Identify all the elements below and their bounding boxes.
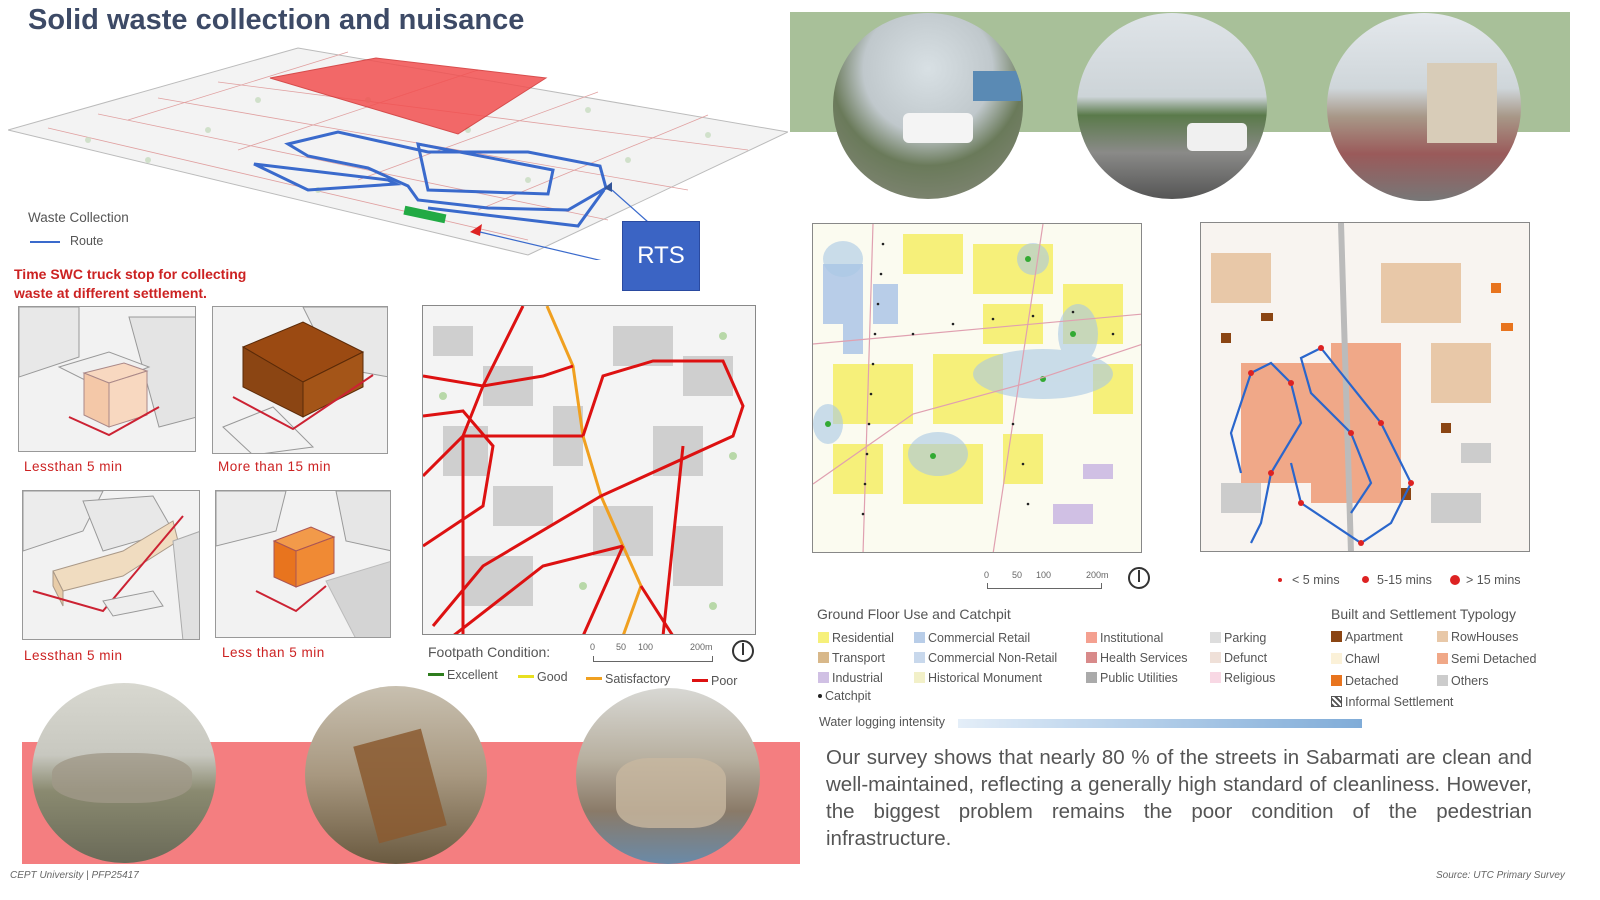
footpath-satisfactory: Satisfactory — [586, 672, 670, 686]
legend-health-services: Health Services — [1086, 651, 1188, 665]
legend-residential: Residential — [818, 631, 894, 645]
legend-commercial-non-retail: Commercial Non-Retail — [914, 651, 1057, 665]
isometric-waste-route-map — [8, 47, 788, 260]
settlement-caption-3: Lessthan 5 min — [24, 648, 123, 663]
legend-public-utilities: Public Utilities — [1086, 671, 1178, 685]
legend-apartment: Apartment — [1331, 630, 1403, 644]
waste-collection-heading: Waste Collection — [28, 210, 129, 225]
settlement-model-2 — [212, 306, 388, 454]
legend-religious: Religious — [1210, 671, 1275, 685]
street-photo-2 — [1077, 13, 1267, 199]
footpath-scale-bar: 0 50 100 200m — [588, 642, 728, 666]
settlement-model-1 — [18, 306, 196, 452]
settlement-model-3 — [22, 490, 200, 640]
footer-credit: CEPT University | PFP25417 — [10, 870, 139, 881]
ground-floor-use-catchpit-map — [812, 223, 1142, 553]
swc-stop-note: Time SWC truck stop for collecting waste… — [14, 266, 247, 301]
settlement-caption-2: More than 15 min — [218, 459, 332, 474]
legend-others: Others — [1437, 674, 1489, 688]
typology-legend: Apartment RowHouses Chawl Semi Detached … — [1331, 630, 1561, 714]
typology-legend-heading: Built and Settlement Typology — [1331, 606, 1516, 622]
water-logging-gradient — [958, 719, 1362, 728]
legend-institutional: Institutional — [1086, 631, 1163, 645]
stop-gt15: > 15 mins — [1450, 573, 1521, 587]
settlement-model-4 — [215, 490, 391, 638]
footer-source: Source: UTC Primary Survey — [1436, 870, 1565, 881]
waste-photo-1 — [32, 683, 216, 863]
ground-floor-legend: Residential Commercial Retail Institutio… — [818, 631, 1298, 711]
rts-box: RTS — [622, 221, 700, 291]
legend-informal-settlement: Informal Settlement — [1331, 695, 1453, 709]
legend-defunct: Defunct — [1210, 651, 1267, 665]
waste-photo-2 — [305, 686, 487, 864]
footpath-excellent: Excellent — [428, 668, 498, 682]
catchpit-legend-heading: Ground Floor Use and Catchpit — [817, 606, 1011, 622]
route-label: Route — [70, 234, 104, 248]
map-scale-bar: 0 50 100 200m — [984, 570, 1124, 594]
waste-photo-3 — [576, 688, 760, 864]
stop-lt5: < 5 mins — [1278, 573, 1340, 587]
legend-industrial: Industrial — [818, 671, 883, 685]
legend-rowhouses: RowHouses — [1437, 630, 1518, 644]
street-photo-1 — [833, 13, 1023, 199]
footpath-good: Good — [518, 670, 568, 684]
legend-semi-detached: Semi Detached — [1437, 652, 1536, 666]
footpath-poor: Poor — [692, 674, 737, 688]
legend-commercial-retail: Commercial Retail — [914, 631, 1030, 645]
north-arrow-icon — [732, 640, 754, 662]
legend-chawl: Chawl — [1331, 652, 1380, 666]
settlement-caption-1: Lessthan 5 min — [24, 459, 123, 474]
stop-5to15: 5-15 mins — [1362, 573, 1432, 587]
footpath-legend-heading: Footpath Condition: — [428, 644, 551, 660]
settlement-caption-4: Less than 5 min — [222, 645, 325, 660]
settlement-typology-map — [1200, 222, 1530, 552]
route-line-swatch — [30, 241, 60, 243]
water-logging-label: Water logging intensity — [819, 715, 945, 729]
page-title: Solid waste collection and nuisance — [28, 4, 525, 36]
legend-detached: Detached — [1331, 674, 1399, 688]
legend-transport: Transport — [818, 651, 885, 665]
legend-catchpit: Catchpit — [818, 689, 871, 703]
legend-parking: Parking — [1210, 631, 1266, 645]
survey-summary: Our survey shows that nearly 80 % of the… — [826, 746, 1532, 850]
map-north-arrow-icon — [1128, 567, 1150, 589]
legend-historical-monument: Historical Monument — [914, 671, 1042, 685]
footpath-condition-map — [422, 305, 756, 635]
street-photo-3 — [1327, 13, 1521, 201]
